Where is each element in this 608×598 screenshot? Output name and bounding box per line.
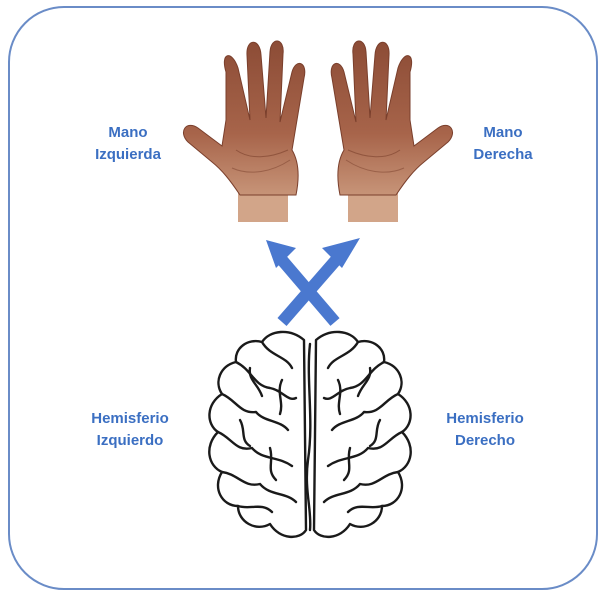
right-hand-label: Mano Derecha	[455, 122, 551, 166]
brain-icon	[209, 332, 410, 537]
left-hand-icon	[183, 41, 304, 222]
left-hand-label: Mano Izquierda	[80, 122, 176, 166]
right-hemisphere-label: Hemisferio Derecho	[425, 408, 545, 452]
left-hemisphere-label-line2: Izquierdo	[70, 430, 190, 452]
right-hemisphere-label-line2: Derecho	[425, 430, 545, 452]
left-hand-label-line1: Mano	[80, 122, 176, 144]
right-hand-label-line2: Derecha	[455, 144, 551, 166]
left-hand-label-line2: Izquierda	[80, 144, 176, 166]
right-hemisphere-label-line1: Hemisferio	[425, 408, 545, 430]
right-hand-icon	[331, 41, 452, 222]
right-hand-label-line1: Mano	[455, 122, 551, 144]
left-hemisphere-label-line1: Hemisferio	[70, 408, 190, 430]
crossed-arrows-icon	[266, 238, 360, 322]
left-hemisphere-label: Hemisferio Izquierdo	[70, 408, 190, 452]
